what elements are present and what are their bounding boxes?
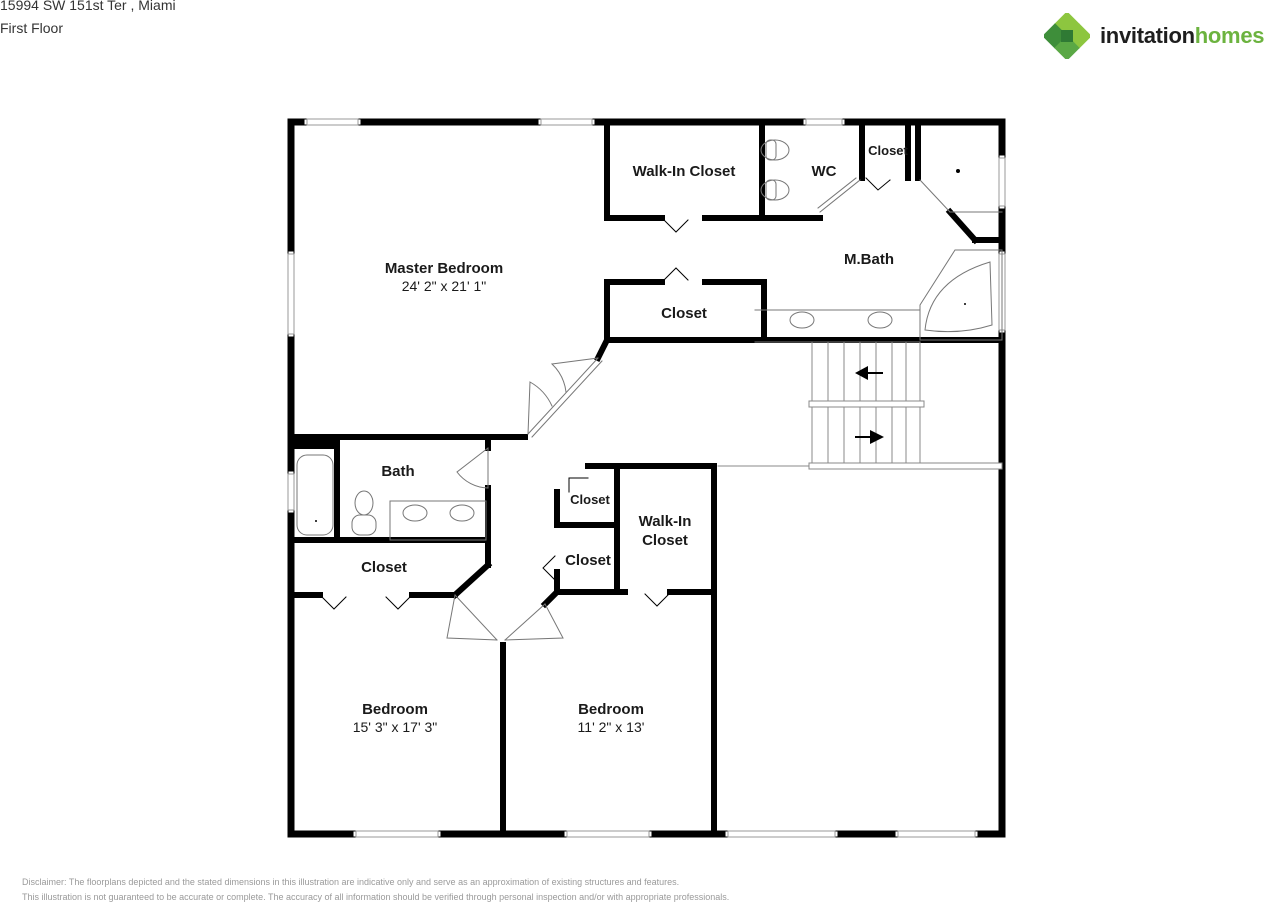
- room-label-closet-hall-upper: Closet: [570, 492, 610, 507]
- disclaimer-line-1: Disclaimer: The floorplans depicted and …: [22, 877, 680, 887]
- green-diamond-logo-icon: [1044, 13, 1090, 59]
- logo-word-invitation: invitation: [1100, 23, 1195, 48]
- stair-arrows: [855, 366, 884, 444]
- logo-word-homes: homes: [1194, 23, 1265, 48]
- room-label-bedroom1: Bedroom: [362, 701, 428, 718]
- windows: [288, 119, 1005, 837]
- room-label-bedroom2: Bedroom: [578, 701, 644, 718]
- room-label-closet-hall-lower: Closet: [565, 552, 611, 569]
- room-label-master-bedroom: Master Bedroom: [385, 260, 503, 277]
- room-label-walk-in-closet-bedroom-line1: Walk-In: [639, 513, 692, 530]
- fixtures: [296, 139, 1003, 541]
- doors: [446, 177, 1003, 641]
- stairs: [717, 341, 1003, 470]
- room-label-closet-bedroom1: Closet: [361, 559, 407, 576]
- arrow-right-icon: [870, 430, 884, 444]
- room-label-m-bath: M.Bath: [844, 251, 894, 268]
- room-dimensions-bedroom2: 11' 2" x 13': [578, 719, 645, 735]
- invitation-homes-logo: invitationhomes: [1044, 13, 1265, 59]
- property-address: 15994 SW 151st Ter , Miami: [0, 0, 176, 13]
- arrow-left-icon: [855, 366, 868, 380]
- room-dimensions-bedroom1: 15' 3" x 17' 3": [353, 719, 438, 735]
- window-frames: [287, 118, 1006, 838]
- room-label-walk-in-closet-master: Walk-In Closet: [633, 163, 736, 180]
- room-label-walk-in-closet-bedroom-line2: Closet: [642, 532, 688, 549]
- disclaimer-line-2: This illustration is not guaranteed to b…: [22, 892, 730, 902]
- room-label-bath: Bath: [381, 463, 414, 480]
- room-dimensions-master-bedroom: 24' 2" x 21' 1": [402, 278, 487, 294]
- room-label-wc: WC: [812, 163, 837, 180]
- door-markers: [321, 177, 891, 610]
- floor-label: First Floor: [0, 20, 63, 36]
- room-label-closet-master: Closet: [661, 305, 707, 322]
- room-label-closet-master-bath: Closet: [868, 143, 908, 158]
